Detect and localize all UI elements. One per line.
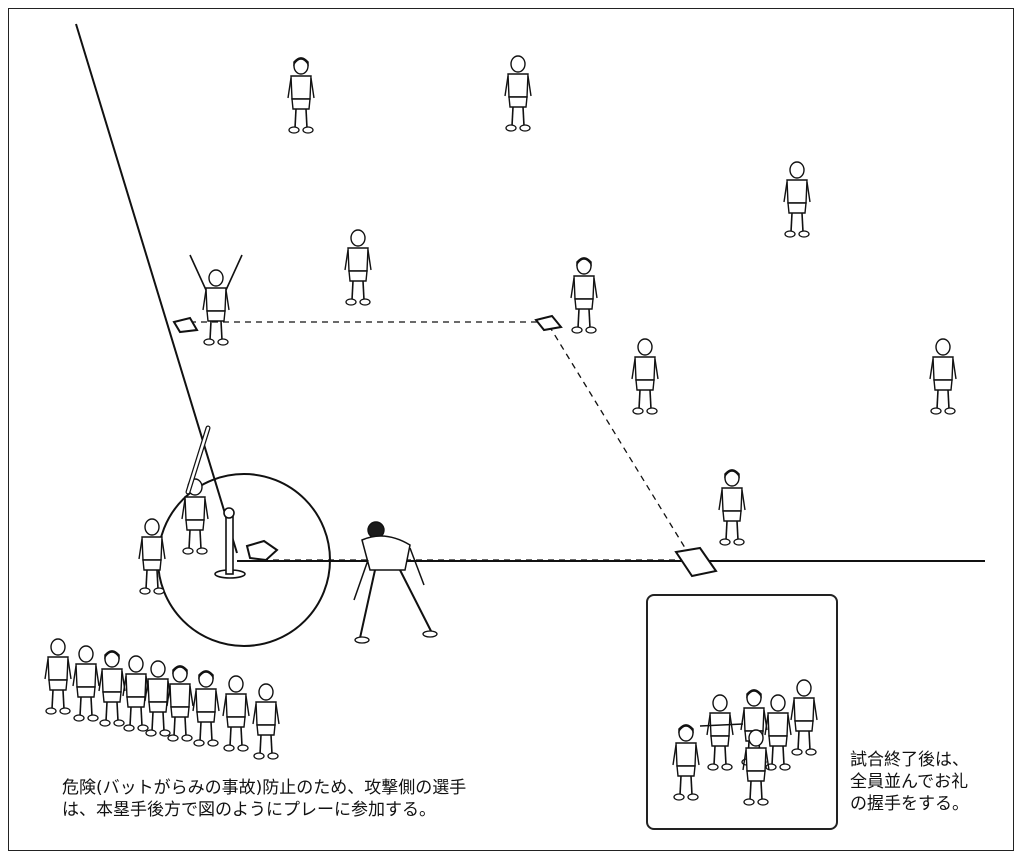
- caption-right-line-1: 試合終了後は、: [850, 750, 969, 770]
- player-figure-icon: [783, 161, 811, 238]
- second-base-icon: [534, 314, 563, 332]
- caption-right-line-3: の握手をする。: [850, 794, 969, 814]
- batting-tee-icon: [214, 507, 246, 579]
- player-figure-icon: [631, 338, 659, 415]
- third-base-icon: [172, 316, 199, 334]
- caption-left-line-1: 危険(バットがらみの事故)防止のため、攻撃側の選手: [62, 778, 467, 798]
- player-figure-icon: [288, 58, 314, 133]
- first-base-icon: [674, 546, 718, 578]
- home-plate-icon: [245, 539, 279, 562]
- player-figure-icon: [504, 55, 532, 132]
- third-baseman: [189, 254, 243, 346]
- caption-left: 危険(バットがらみの事故)防止のため、攻撃側の選手 は、本塁手後方で図のようにプ…: [62, 777, 466, 821]
- player-figure-icon: [344, 229, 372, 306]
- waiting-line: [44, 638, 280, 760]
- handshake-scene: [648, 679, 818, 806]
- player-figure-icon: [929, 338, 957, 415]
- illustration-frame: [8, 8, 1014, 851]
- caption-right: 試合終了後は、 全員並んでお礼 の握手をする。: [850, 749, 969, 815]
- basepath-first-second: [547, 323, 691, 557]
- handshake-inset: [646, 594, 838, 830]
- caption-right-line-2: 全員並んでお礼: [850, 772, 969, 792]
- caption-left-line-2: は、本塁手後方で図のようにプレーに参加する。: [62, 800, 436, 820]
- left-foul-line: [75, 23, 238, 554]
- batter: [181, 425, 211, 555]
- player-figure-icon: [571, 258, 597, 333]
- player-figure-icon: [719, 470, 745, 545]
- umpire-figure: [353, 521, 438, 644]
